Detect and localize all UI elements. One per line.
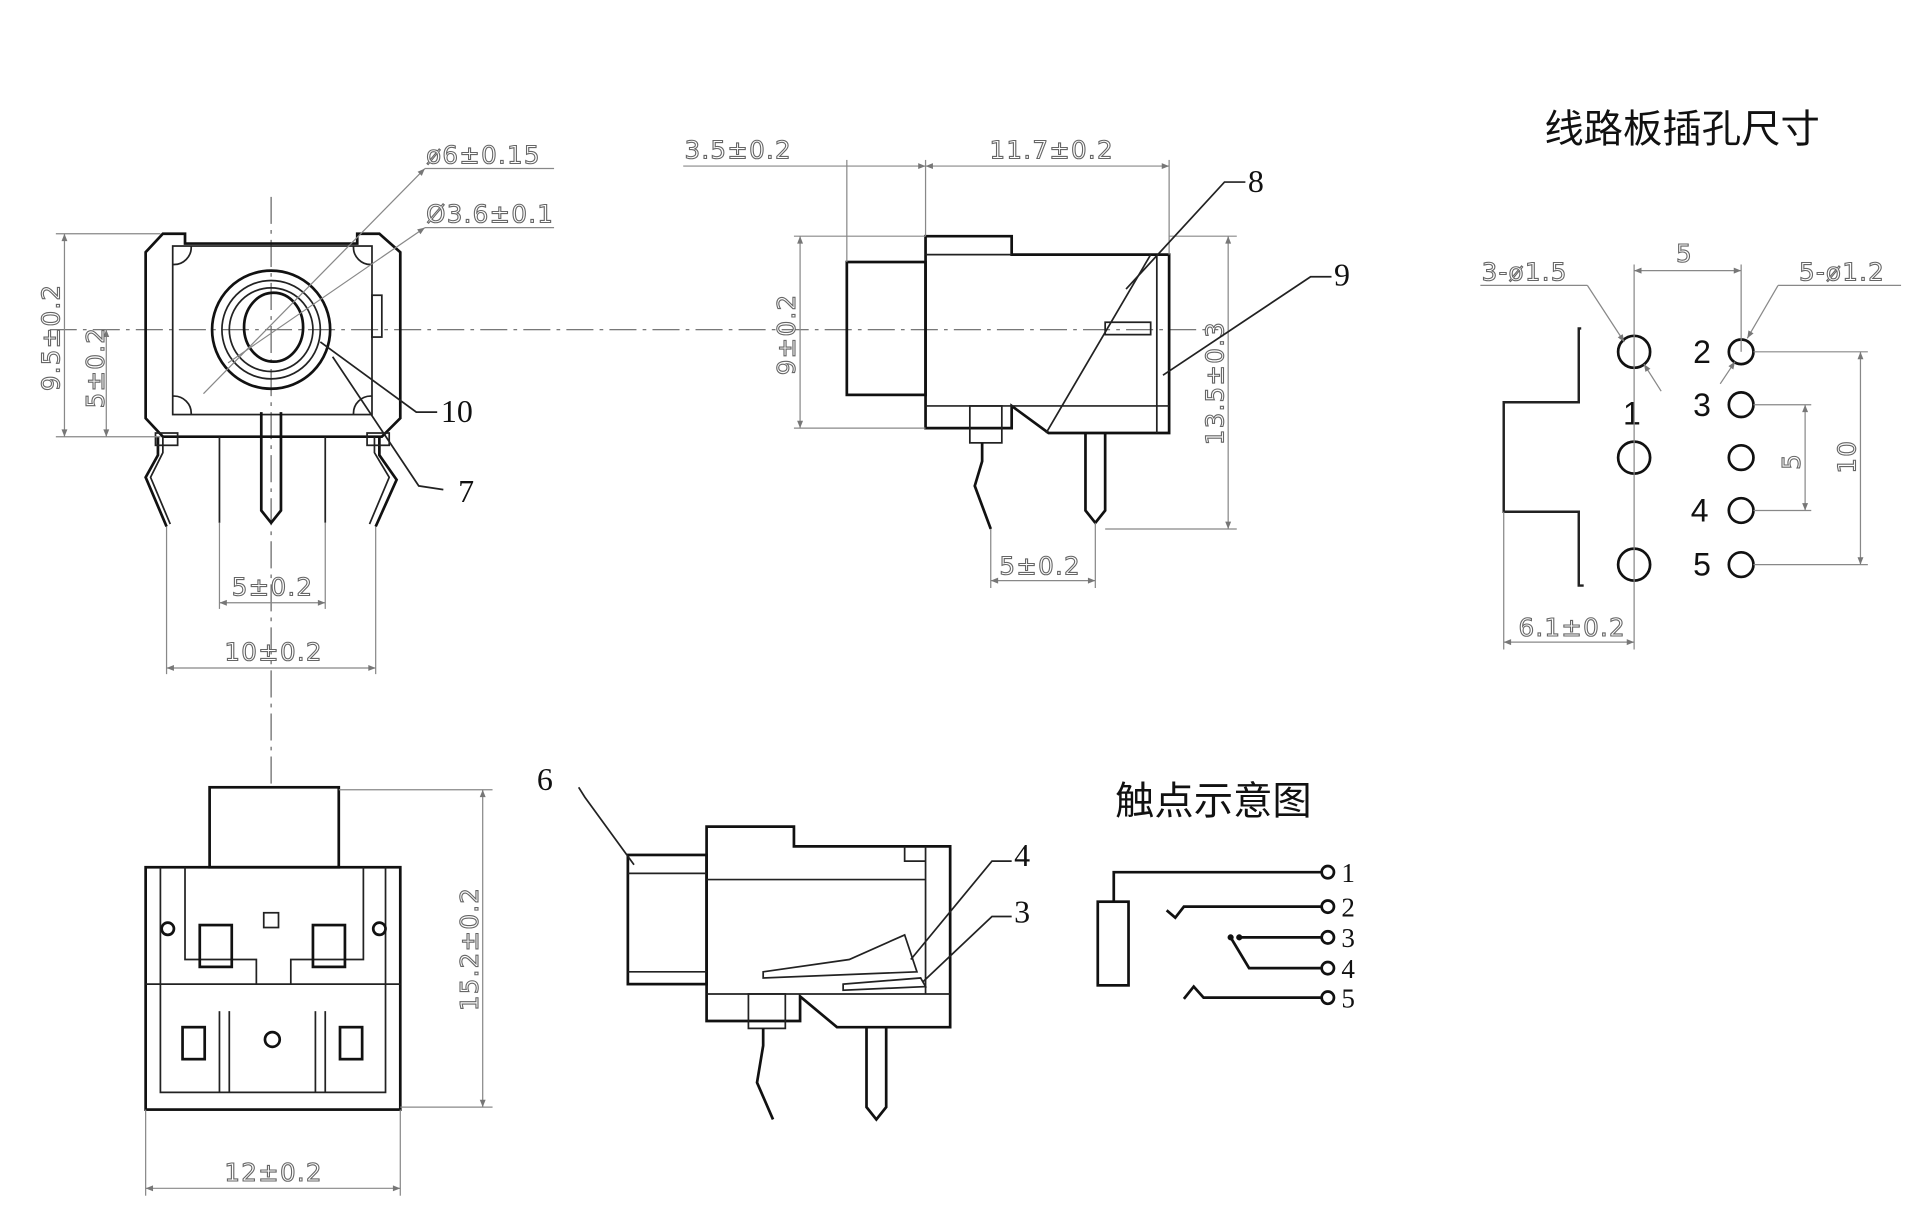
dim-width: 10±0.2 bbox=[224, 638, 322, 667]
dim-bottom-width: 12±0.2 bbox=[224, 1158, 322, 1187]
dim-offset: 6.1±0.2 bbox=[1518, 613, 1625, 642]
dim-outer-diameter: ø6±0.15 bbox=[426, 141, 541, 170]
callout-4: 4 bbox=[1014, 838, 1030, 873]
dim-nose-height: 9±0.2 bbox=[772, 294, 801, 376]
dim-large-holes: 3-ø1.5 bbox=[1482, 257, 1568, 286]
dim-length: 15.2±0.2 bbox=[455, 887, 484, 1011]
dim-column-spacing: 5 bbox=[1676, 239, 1693, 268]
pin-label-1: 1 bbox=[1623, 395, 1641, 431]
pcb-footprint-title: 线路板插孔尺寸 bbox=[1544, 107, 1820, 153]
contact-diagram: 触点示意图 1 2 3 4 5 bbox=[1096, 778, 1355, 1013]
dim-pitch-large: 10 bbox=[1833, 440, 1862, 474]
pin-label-5: 5 bbox=[1693, 547, 1711, 583]
pin-label-4: 4 bbox=[1691, 493, 1709, 529]
contact-diagram-title: 触点示意图 bbox=[1115, 778, 1312, 824]
pin-label-3: 3 bbox=[1693, 387, 1711, 423]
terminal-4: 4 bbox=[1341, 954, 1355, 984]
dim-nose-length: 3.5±0.2 bbox=[684, 136, 791, 165]
callout-9: 9 bbox=[1334, 257, 1350, 292]
dim-small-holes: 5-ø1.2 bbox=[1799, 257, 1885, 286]
terminal-2: 2 bbox=[1341, 892, 1355, 922]
callout-7: 7 bbox=[458, 474, 474, 509]
terminal-1: 1 bbox=[1341, 858, 1355, 888]
terminal-5: 5 bbox=[1341, 983, 1355, 1013]
front-view: 9.5±0.2 5±0.2 5±0.2 10±0.2 ø6±0.15 Ø3.6±… bbox=[36, 140, 1219, 788]
callout-6: 6 bbox=[537, 762, 553, 797]
bottom-view: 15.2±0.2 12±0.2 bbox=[144, 785, 493, 1196]
dim-height: 9.5±0.2 bbox=[37, 284, 66, 391]
dim-inner-diameter: Ø3.6±0.1 bbox=[426, 200, 554, 229]
pcb-footprint: 线路板插孔尺寸 1 2 3 4 5 5 3-ø1.5 5-ø1.2 5 10 6… bbox=[1480, 107, 1902, 650]
dim-pitch-small: 5 bbox=[1777, 453, 1806, 470]
dim-pin-pitch: 5±0.2 bbox=[232, 572, 314, 601]
terminal-3: 3 bbox=[1341, 923, 1355, 953]
callout-8: 8 bbox=[1248, 164, 1264, 199]
side-view: 3.5±0.2 11.7±0.2 9±0.2 13.5±0.3 5±0.2 8 … bbox=[683, 135, 1350, 589]
dim-total-height: 13.5±0.3 bbox=[1200, 321, 1229, 445]
dim-pin-spacing: 5±0.2 bbox=[999, 551, 1081, 580]
callout-10: 10 bbox=[441, 394, 473, 429]
section-view: 6 4 3 bbox=[537, 762, 1030, 1122]
dim-center-height: 5±0.2 bbox=[81, 327, 110, 409]
pin-label-2: 2 bbox=[1693, 334, 1711, 370]
dim-body-length: 11.7±0.2 bbox=[990, 136, 1114, 165]
callout-3: 3 bbox=[1014, 895, 1030, 930]
